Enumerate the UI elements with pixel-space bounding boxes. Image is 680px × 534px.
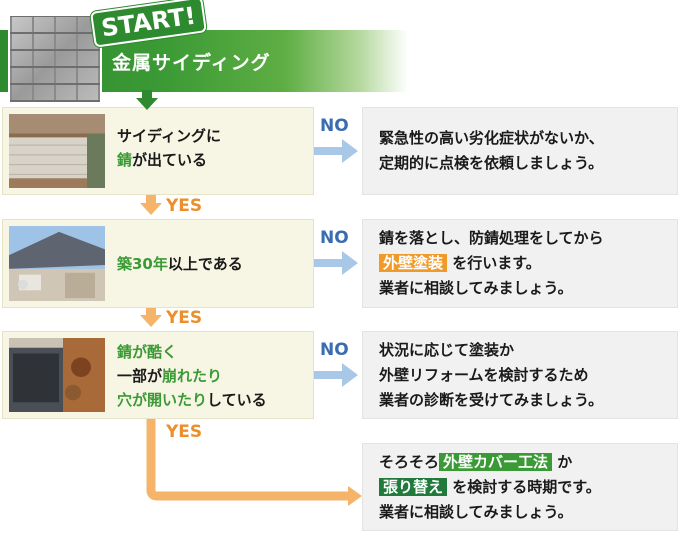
no-arrow-1: [314, 139, 358, 163]
question-card-2: 築30年以上である: [2, 219, 314, 308]
yes-arrow-1: [140, 195, 162, 215]
q2-l1-seg2: 以上である: [167, 255, 243, 273]
q1-l2-seg2: が出ている: [132, 151, 208, 169]
answer-box-3: 状況に応じて塗装か 外壁リフォームを検討するため 業者の診断を受けてみましょう。: [362, 331, 678, 419]
severe-rust-photo: [9, 338, 105, 412]
a3-line-2: 外壁リフォームを検討するため: [379, 363, 603, 388]
q3-l3-seg1: 穴が開いたり: [117, 391, 208, 409]
a2-line-1: 錆を落とし、防錆処理をしてから: [379, 226, 604, 251]
no-label-2: NO: [320, 228, 349, 248]
a1-l2-seg1: 定期的に点検を依頼しましょう。: [379, 154, 604, 172]
no-arrow-2: [314, 251, 358, 275]
no-label-1: NO: [320, 116, 349, 136]
a2-l2-seg2: を行います。: [447, 254, 541, 272]
answer-box-1: 緊急性の高い劣化症状がないか、 定期的に点検を依頼しましょう。: [362, 107, 678, 195]
q3-line-2: 一部が崩れたり: [117, 364, 267, 388]
a4-l2-seg2: を検討する時期です。: [447, 478, 601, 496]
old-house-photo: [9, 226, 105, 301]
siding-thumbnail: [8, 14, 102, 104]
a2-l3-seg1: 業者に相談してみましょう。: [379, 279, 573, 297]
yes-label-1: YES: [166, 196, 203, 216]
a4-line-3: 業者に相談してみましょう。: [379, 500, 601, 525]
chart-title: 金属サイディング: [112, 52, 271, 74]
a4-line-2: 張り替え を検討する時期です。: [379, 475, 601, 500]
a3-line-3: 業者の診断を受けてみましょう。: [379, 388, 603, 413]
a2-l1-seg1: 錆を落とし、防錆処理をしてから: [379, 229, 604, 247]
q1-l2-seg1: 錆: [117, 151, 133, 169]
a2-line-3: 業者に相談してみましょう。: [379, 276, 604, 301]
q3-line-3: 穴が開いたりしている: [117, 388, 267, 412]
answer-text-2: 錆を落とし、防錆処理をしてから 外壁塗装 を行います。 業者に相談してみましょう…: [379, 226, 604, 301]
a3-l2-seg1: 外壁リフォームを検討するため: [379, 366, 589, 384]
answer-box-2: 錆を落とし、防錆処理をしてから 外壁塗装 を行います。 業者に相談してみましょう…: [362, 219, 678, 308]
a1-line-1: 緊急性の高い劣化症状がないか、: [379, 126, 604, 151]
q1-l1-seg1: サイディングに: [117, 127, 221, 145]
a4-l1-seg3: か: [552, 453, 573, 471]
a1-l1-seg1: 緊急性の高い劣化症状がないか、: [379, 129, 604, 147]
yes-arrow-2: [140, 308, 162, 327]
question-text-3: 錆が酷く 一部が崩れたり 穴が開いたりしている: [117, 340, 267, 412]
a3-l3-seg1: 業者の診断を受けてみましょう。: [379, 391, 604, 409]
q1-line-2: 錆が出ている: [117, 148, 221, 172]
q3-l1-seg1: 錆が酷く: [117, 343, 178, 361]
question-text-2: 築30年以上である: [117, 252, 243, 276]
a2-line-2: 外壁塗装 を行います。: [379, 251, 604, 276]
a4-l2-tag: 張り替え: [379, 478, 448, 496]
no-label-3: NO: [320, 340, 349, 360]
a3-l1-seg1: 状況に応じて塗装か: [379, 341, 515, 359]
question-text-1: サイディングに 錆が出ている: [117, 124, 221, 172]
q3-l2-seg2: 崩れたり: [162, 367, 223, 385]
a4-line-1: そろそろ外壁カバー工法 か: [379, 450, 601, 475]
question-card-1: サイディングに 錆が出ている: [2, 107, 314, 195]
yes-label-3: YES: [166, 422, 203, 442]
q1-line-1: サイディングに: [117, 124, 221, 148]
a1-line-2: 定期的に点検を依頼しましょう。: [379, 151, 604, 176]
a3-line-1: 状況に応じて塗装か: [379, 338, 603, 363]
answer-box-4: そろそろ外壁カバー工法 か 張り替え を検討する時期です。 業者に相談してみまし…: [362, 443, 678, 531]
answer-text-4: そろそろ外壁カバー工法 か 張り替え を検討する時期です。 業者に相談してみまし…: [379, 450, 601, 525]
answer-text-3: 状況に応じて塗装か 外壁リフォームを検討するため 業者の診断を受けてみましょう。: [379, 338, 603, 413]
question-card-3: 錆が酷く 一部が崩れたり 穴が開いたりしている: [2, 331, 314, 419]
q3-l2-seg1: 一部が: [117, 367, 163, 385]
start-arrow: [136, 90, 158, 110]
yes-label-2: YES: [166, 308, 203, 328]
answer-text-1: 緊急性の高い劣化症状がないか、 定期的に点検を依頼しましょう。: [379, 126, 604, 176]
q2-l1-seg1: 築30年: [117, 255, 168, 273]
a2-l2-tag: 外壁塗装: [379, 254, 448, 272]
a4-l1-seg1: そろそろ: [379, 453, 440, 471]
q2-line-1: 築30年以上である: [117, 252, 243, 276]
a4-l3-seg1: 業者に相談してみましょう。: [379, 503, 573, 521]
no-arrow-3: [314, 363, 358, 387]
rusty-siding-photo: [9, 114, 105, 188]
q3-line-1: 錆が酷く: [117, 340, 267, 364]
q3-l3-seg2: している: [207, 391, 267, 409]
a4-l1-tag: 外壁カバー工法: [439, 453, 553, 471]
yes-arrow-3: [146, 419, 362, 506]
